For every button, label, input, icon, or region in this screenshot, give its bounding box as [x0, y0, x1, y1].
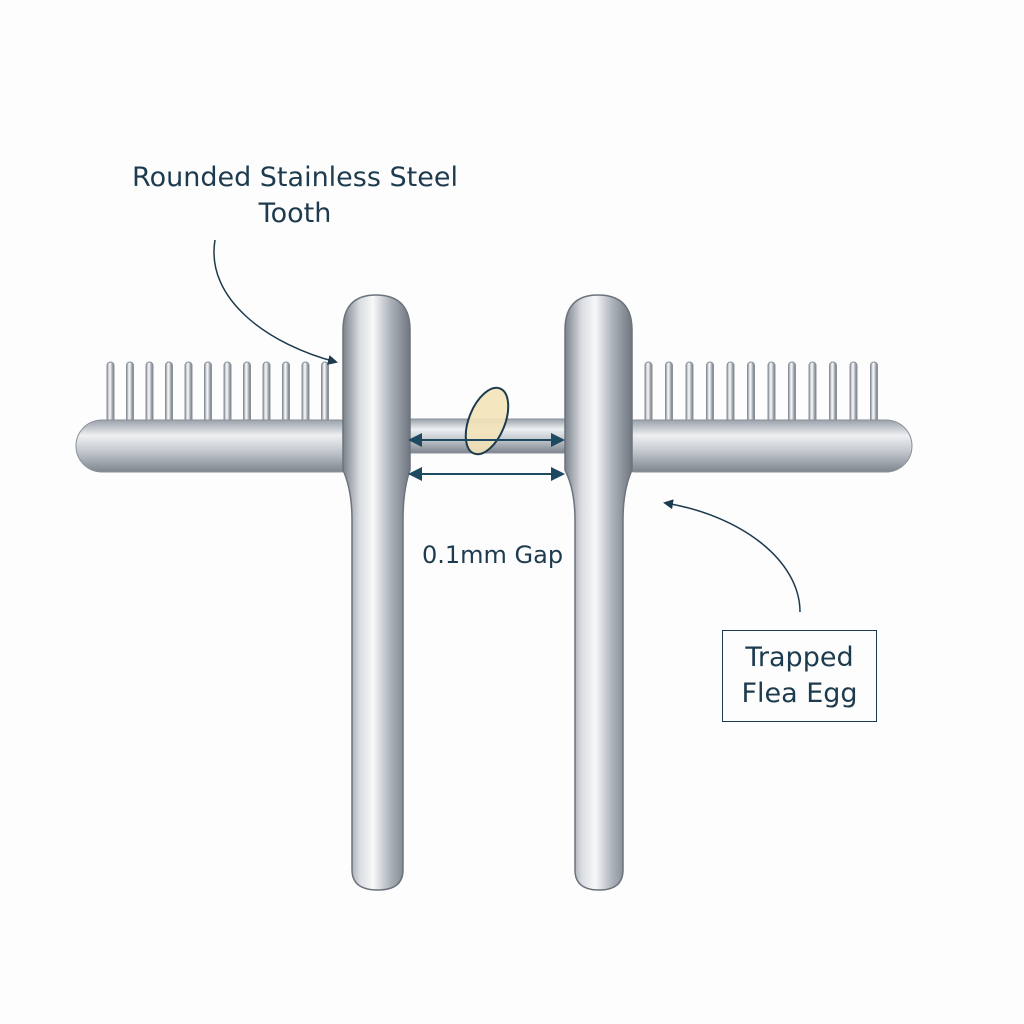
rounded-tooth-left	[342, 294, 411, 891]
rounded-tooth-right	[564, 294, 633, 891]
comb-spine-right	[609, 419, 913, 473]
egg-label-line2: Flea Egg	[741, 678, 858, 709]
tooth-label-line1: Rounded Stainless Steel	[132, 162, 458, 193]
gap-label: 0.1mm Gap	[421, 541, 564, 569]
tooth-label-line2: Tooth	[258, 198, 332, 229]
comb-spine-left	[75, 419, 367, 473]
tooth-label: Rounded Stainless Steel Tooth	[100, 160, 490, 232]
egg-label-box: Trapped Flea Egg	[722, 630, 877, 722]
egg-callout-arrow	[663, 499, 801, 613]
tooth-callout-arrow	[213, 239, 338, 365]
egg-label-line1: Trapped	[745, 642, 854, 673]
